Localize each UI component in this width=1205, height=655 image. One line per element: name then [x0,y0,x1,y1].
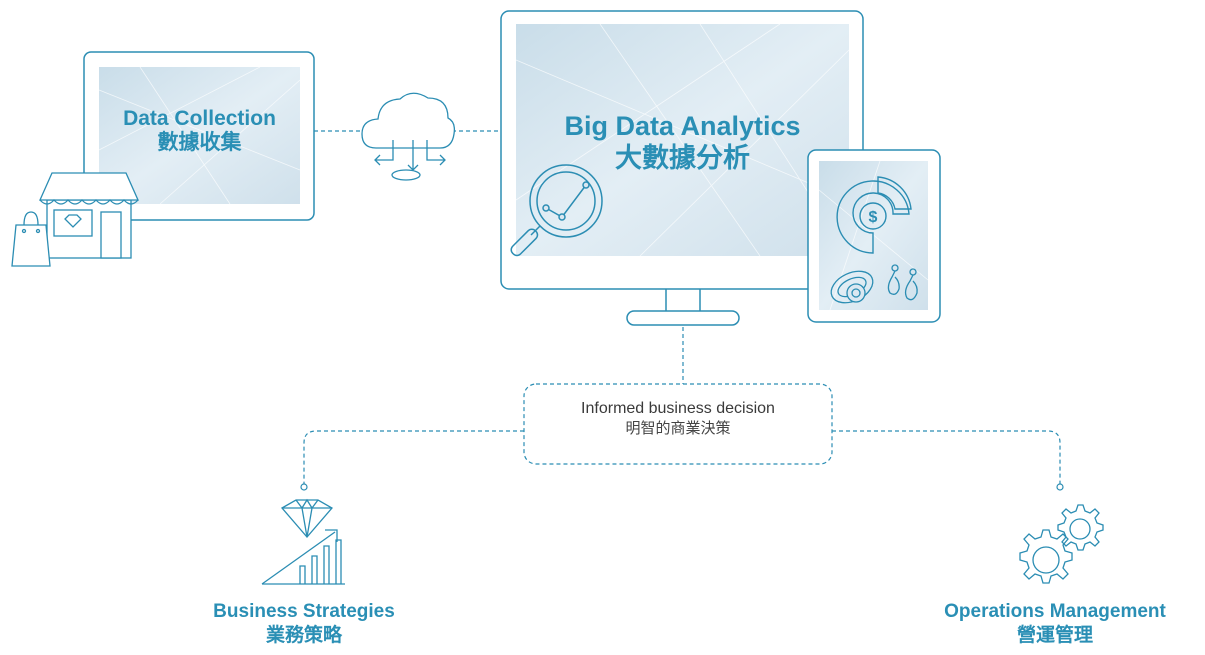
shop-icon [38,172,140,259]
shopping-bag-icon [11,211,51,267]
business-strategies-en: Business Strategies [213,601,395,622]
data-collection-title-zh: 數據收集 [157,131,242,154]
analytics-monitor [500,10,864,326]
business-strategies-zh: 業務策略 [265,625,342,646]
diamond-growth-icon [261,498,345,585]
magnifier-chart-icon [510,164,603,257]
analytics-title-en: Big Data Analytics [564,111,801,141]
decision-text-en: Informed business decision [581,400,775,417]
data-collection-title-en: Data Collection [123,107,276,130]
dollar-donut-icon [836,176,912,254]
gears-icon [1019,504,1104,584]
decision-text-zh: 明智的商業決策 [625,420,731,437]
operations-management-zh: 營運管理 [1016,625,1093,646]
operations-management-label: Operations Management 營運管理 [910,600,1200,648]
cloud-upload-icon [361,92,456,181]
svg-text:$: $ [869,209,878,226]
connector-lines [303,130,1061,484]
business-strategies-label: Business Strategies 業務策略 [174,600,434,648]
operations-management-en: Operations Management [944,601,1166,622]
analytics-title: Big Data Analytics 大數據分析 [516,110,849,174]
data-collection-title: Data Collection 數據收集 [99,107,300,155]
ring-icon [830,270,874,304]
analytics-title-zh: 大數據分析 [615,143,750,173]
tablet [807,149,941,323]
collection-monitor [83,51,315,221]
decision-box: Informed business decision 明智的商業決策 [524,384,832,464]
earrings-icon [887,264,918,301]
